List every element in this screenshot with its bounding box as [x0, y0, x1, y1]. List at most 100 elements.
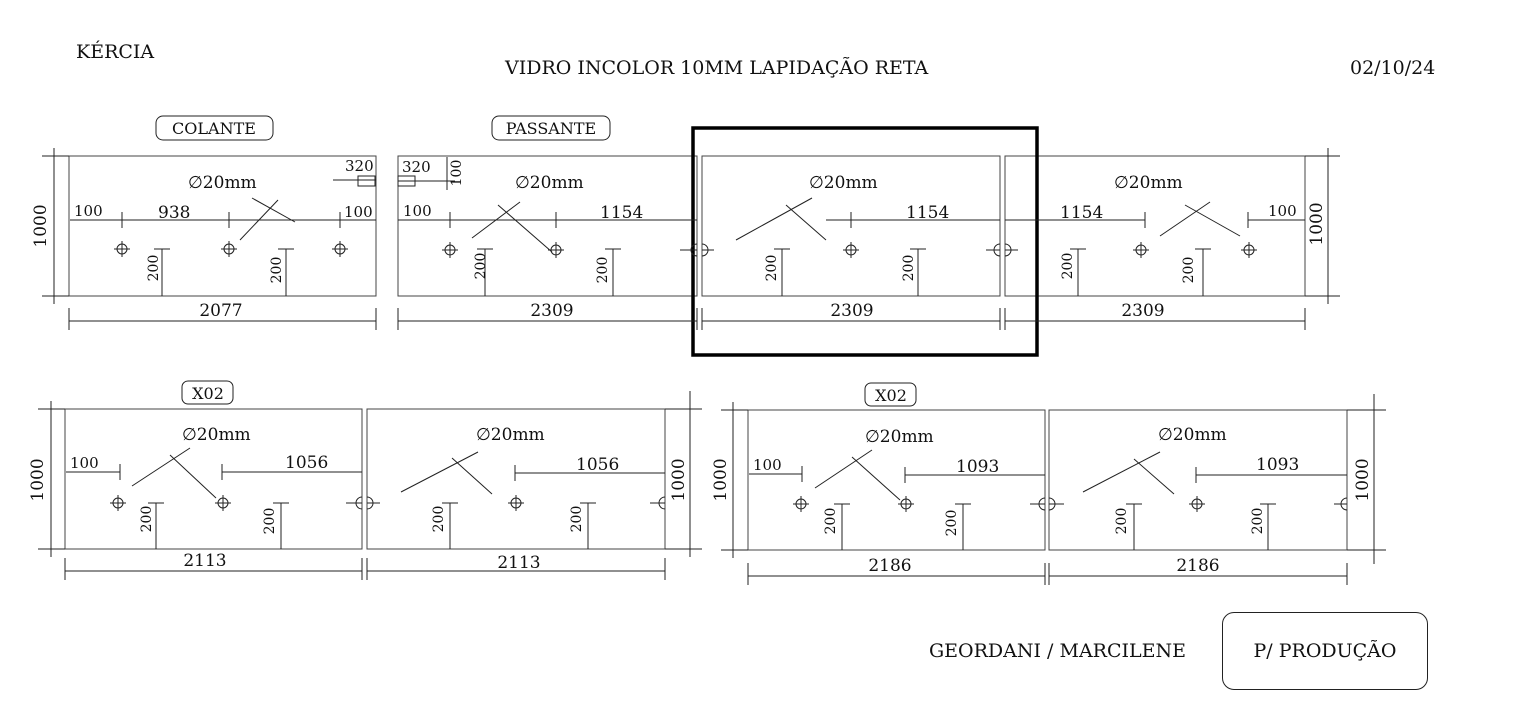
panel-1-notch: 320 [345, 157, 374, 175]
panel-1-width: 2077 [199, 301, 242, 321]
panel-1-v1: 200 [146, 255, 162, 282]
panel-1-hole-label: ∅20mm [188, 173, 257, 193]
row1-width-dims [68, 308, 1306, 330]
panel-1-v2: 200 [269, 257, 285, 284]
panel-7-dim-mid: 1093 [956, 457, 999, 477]
production-stamp-label: P/ PRODUÇÃO [1253, 640, 1397, 662]
client-name: KÉRCIA [76, 41, 155, 63]
panel-2-lines [397, 157, 697, 296]
panel-4-v1: 200 [1060, 253, 1076, 280]
panel-2-v2: 200 [595, 257, 611, 284]
panel-6-lines [400, 451, 665, 549]
panel-8-holes [1048, 496, 1348, 512]
panel-3-holes [701, 242, 1001, 258]
panel-3-width: 2309 [830, 301, 873, 321]
panel-6-holes [366, 495, 666, 511]
tag-x02-a: X02 [192, 384, 224, 403]
panel-6-hole-label: ∅20mm [476, 425, 545, 445]
row2a-height-left: 1000 [28, 458, 48, 501]
panel-6-v2: 200 [569, 506, 585, 533]
panel-3-dim-mid: 1154 [906, 203, 949, 223]
panel-8-v2: 200 [1250, 508, 1266, 535]
panel-1-outline [68, 155, 377, 297]
panel-8-width: 2186 [1176, 556, 1219, 576]
panel-4-outline [1004, 155, 1306, 297]
panel-5-lines [66, 447, 362, 549]
row1-left-height-dim [42, 148, 69, 304]
panel-5-outline [64, 408, 363, 550]
panel-7-hole-label: ∅20mm [865, 427, 934, 447]
panel-4-holes [1004, 242, 1257, 258]
production-stamp: P/ PRODUÇÃO [1222, 612, 1428, 690]
panel-2-notch-h: 100 [449, 160, 465, 187]
panel-7-v2: 200 [944, 510, 960, 537]
panel-5-hole-label: ∅20mm [182, 425, 251, 445]
panel-1-holes [114, 241, 348, 257]
row2b-height-dims [721, 394, 1386, 564]
panel-3-outline [701, 155, 1001, 297]
panel-4-hole-label: ∅20mm [1114, 173, 1183, 193]
row2a-width-dims [64, 558, 666, 580]
panel-7-lines [749, 449, 1045, 550]
panel-6-dim-mid: 1056 [576, 455, 619, 475]
panel-5-v2: 200 [262, 508, 278, 535]
panel-7-holes [793, 496, 1046, 512]
panel-4-lines [1005, 201, 1305, 296]
panel-8-hole-label: ∅20mm [1158, 425, 1227, 445]
panel-3-v1: 200 [764, 255, 780, 282]
panel-2-notch-w: 320 [402, 158, 431, 176]
row2b-height-left: 1000 [711, 458, 731, 501]
order-date: 02/10/24 [1350, 57, 1436, 79]
highlight-box [691, 126, 1039, 357]
tag-x02-b-frame [864, 382, 917, 407]
panel-8-v1: 200 [1114, 508, 1130, 535]
row2a-height-right: 1000 [669, 458, 689, 501]
responsible-names: GEORDANI / MARCILENE [929, 640, 1187, 662]
panel-2-hole-label: ∅20mm [515, 173, 584, 193]
panel-5-v1: 200 [139, 506, 155, 533]
panel-5-holes [110, 495, 363, 511]
panel-2-outline [397, 155, 698, 297]
panel-4-width: 2309 [1121, 301, 1164, 321]
panel-4-dim-right: 100 [1268, 202, 1297, 220]
tag-x02-a-frame [181, 380, 234, 405]
tag-colante: COLANTE [172, 119, 256, 138]
panel-3-lines [735, 197, 1000, 296]
row2a-height-dims [38, 391, 702, 557]
panel-3-v2: 200 [901, 255, 917, 282]
panel-7-outline [747, 409, 1046, 551]
panel-2-v1: 200 [473, 253, 489, 280]
panel-6-outline [366, 408, 666, 550]
panel-7-width: 2186 [868, 556, 911, 576]
tag-passante: PASSANTE [506, 119, 596, 138]
panel-4-dim-mid: 1154 [1060, 203, 1103, 223]
row2b-width-dims [747, 563, 1348, 585]
panel-5-dim-mid: 1056 [285, 453, 328, 473]
panel-5-dim-left: 100 [70, 454, 99, 472]
panel-5-width: 2113 [183, 551, 226, 571]
panel-6-v1: 200 [431, 506, 447, 533]
panel-1-lines [70, 175, 376, 296]
panel-8-outline [1048, 409, 1348, 551]
panel-7-dim-left: 100 [753, 456, 782, 474]
row2b-height-right: 1000 [1353, 458, 1373, 501]
panel-3-hole-label: ∅20mm [809, 173, 878, 193]
panel-1-dim-right: 100 [344, 203, 373, 221]
row1-right-height-dim [1305, 148, 1340, 304]
panel-1-dim-left: 100 [74, 202, 103, 220]
glass-spec-title: VIDRO INCOLOR 10MM LAPIDAÇÃO RETA [505, 57, 929, 79]
tag-x02-b: X02 [875, 386, 907, 405]
panel-2-width: 2309 [530, 301, 573, 321]
panel-6-width: 2113 [497, 553, 540, 573]
row1-height-left: 1000 [31, 204, 51, 247]
panel-1-dim-mid: 938 [158, 203, 190, 223]
panel-2-dim-left: 100 [403, 202, 432, 220]
panel-8-dim-mid: 1093 [1256, 455, 1299, 475]
row1-height-right: 1000 [1307, 202, 1327, 245]
tag-passante-frame [491, 115, 611, 141]
tag-colante-frame [155, 115, 274, 141]
panel-8-lines [1082, 451, 1347, 550]
panel-2-dim-mid: 1154 [600, 203, 643, 223]
panel-4-v2: 200 [1181, 257, 1197, 284]
